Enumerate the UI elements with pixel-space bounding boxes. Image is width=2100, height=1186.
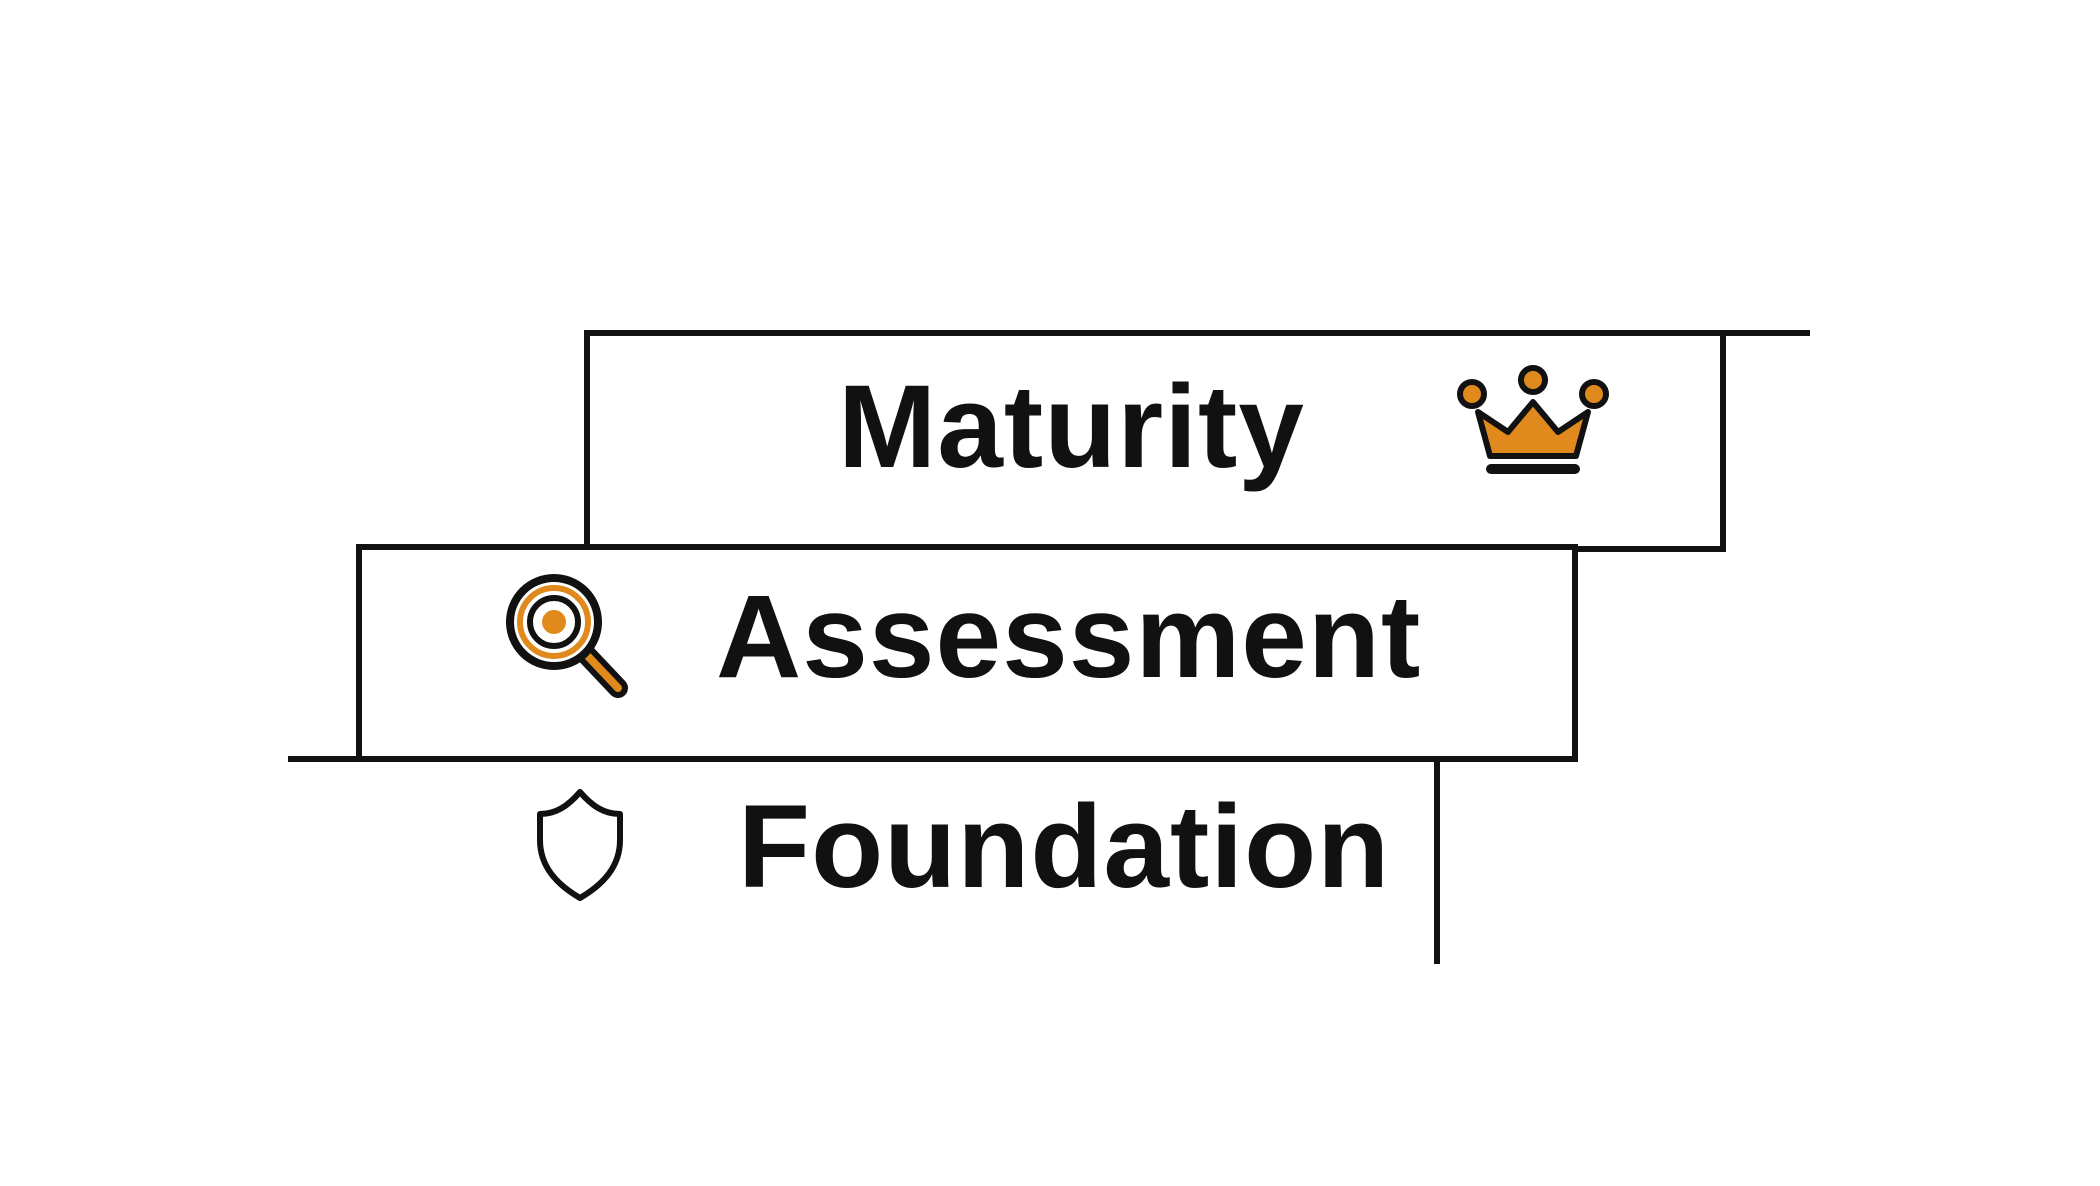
assessment-label: Assessment [716,571,1422,703]
foundation-right-rule [1434,756,1440,964]
maturity-label: Maturity [838,361,1305,493]
maturity-top-rule [584,330,1810,336]
magnifier-icon [506,574,628,698]
foundation-label: Foundation [738,781,1391,913]
shield-icon [537,789,623,901]
foundation-top-rule [288,756,1446,762]
crown-icon [1457,365,1609,474]
